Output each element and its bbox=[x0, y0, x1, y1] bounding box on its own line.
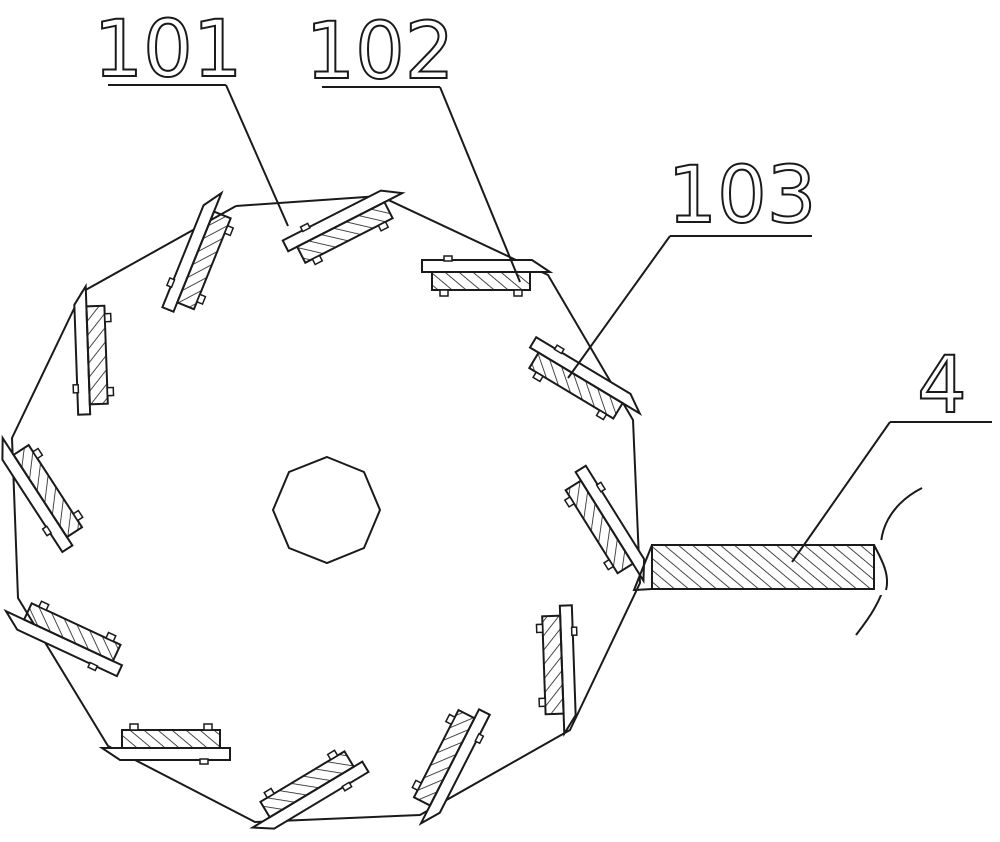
blade-plate bbox=[421, 259, 554, 273]
callout-101: 101 bbox=[93, 4, 289, 227]
bolt bbox=[538, 697, 547, 708]
blade-holder-hatched bbox=[175, 210, 232, 311]
bolt bbox=[105, 631, 117, 643]
bolt bbox=[129, 723, 139, 731]
bolt bbox=[326, 749, 339, 761]
blades-group bbox=[1, 189, 646, 830]
blade-holder-hatched bbox=[85, 304, 109, 406]
bolt bbox=[41, 525, 53, 537]
blade-holder-hatched bbox=[527, 351, 624, 420]
blade-holder-hatched bbox=[22, 601, 122, 663]
bolt bbox=[535, 623, 544, 634]
blade-plate bbox=[574, 464, 646, 585]
bolt bbox=[31, 447, 44, 460]
bolt bbox=[72, 383, 80, 394]
label-101: 101 bbox=[94, 5, 243, 95]
wheel-outline bbox=[11, 195, 641, 823]
blade-holder-hatched bbox=[259, 749, 356, 819]
blade-holder-hatched bbox=[564, 479, 635, 575]
blade-assembly bbox=[527, 335, 643, 421]
bolt bbox=[443, 255, 453, 262]
blade-assembly bbox=[421, 255, 554, 297]
leader-line-4 bbox=[791, 421, 891, 563]
blade-assembly bbox=[98, 723, 231, 765]
bolt bbox=[106, 386, 115, 397]
callout-4: 4 bbox=[791, 340, 992, 563]
leader-line-103 bbox=[567, 235, 671, 379]
bolt bbox=[444, 713, 456, 726]
bolt bbox=[513, 289, 523, 297]
bolt bbox=[474, 732, 485, 745]
blade-holder-hatched bbox=[431, 271, 531, 291]
bolt bbox=[299, 222, 311, 233]
blade-holder-hatched bbox=[541, 614, 565, 716]
bolt bbox=[570, 626, 578, 637]
blade-assembly bbox=[161, 190, 235, 314]
blade-assembly bbox=[1, 434, 84, 554]
callout-102: 102 bbox=[305, 6, 521, 283]
conveyor-plate-end bbox=[873, 544, 888, 591]
blade-assembly bbox=[72, 283, 115, 416]
label-102: 102 bbox=[306, 7, 455, 97]
blade-plate bbox=[1, 434, 74, 554]
bolt bbox=[411, 779, 423, 792]
leader-line-101 bbox=[225, 84, 289, 227]
bolt bbox=[553, 344, 565, 355]
blade-assembly bbox=[411, 707, 492, 826]
blade-holder-hatched bbox=[121, 729, 221, 749]
bolt bbox=[595, 409, 608, 421]
bolt bbox=[563, 495, 576, 508]
bolt bbox=[311, 254, 324, 266]
blade-plate bbox=[98, 747, 231, 761]
conveyor-plate bbox=[632, 487, 923, 636]
blade-assembly bbox=[3, 600, 124, 678]
blade-assembly bbox=[535, 604, 578, 737]
label-103: 103 bbox=[668, 151, 817, 241]
bolt bbox=[532, 371, 545, 383]
leader-line-102 bbox=[439, 86, 521, 283]
blade-plate bbox=[528, 335, 643, 416]
bolt bbox=[377, 220, 390, 232]
callout-103: 103 bbox=[567, 150, 817, 379]
bolt bbox=[195, 293, 207, 306]
blade-plate bbox=[281, 189, 406, 253]
bolt bbox=[602, 558, 615, 571]
label-4: 4 bbox=[917, 341, 967, 431]
blade-plate bbox=[418, 707, 492, 826]
bolt bbox=[341, 781, 353, 792]
conveyor-plate-tip bbox=[632, 544, 653, 592]
blade-assembly bbox=[563, 464, 646, 585]
bolt bbox=[223, 224, 235, 237]
bolt bbox=[87, 661, 99, 672]
blade-holder-hatched bbox=[412, 708, 476, 807]
blade-plate bbox=[249, 760, 370, 830]
blade-plate bbox=[161, 190, 224, 314]
bolt bbox=[199, 758, 209, 765]
bolt bbox=[203, 723, 213, 731]
hub-octagon bbox=[271, 455, 382, 565]
blade-assembly bbox=[281, 189, 406, 266]
blade-plate bbox=[3, 608, 124, 678]
blade-holder-hatched bbox=[12, 443, 84, 539]
blade-assembly bbox=[249, 749, 370, 830]
bolt bbox=[37, 600, 50, 612]
conveyor-plate-body bbox=[651, 544, 875, 590]
bolt bbox=[263, 787, 276, 799]
bolt bbox=[439, 289, 449, 297]
bolt bbox=[72, 509, 84, 522]
bolt bbox=[595, 481, 607, 493]
bolt bbox=[165, 276, 176, 289]
bolt bbox=[103, 312, 112, 323]
blade-holder-hatched bbox=[295, 200, 394, 265]
